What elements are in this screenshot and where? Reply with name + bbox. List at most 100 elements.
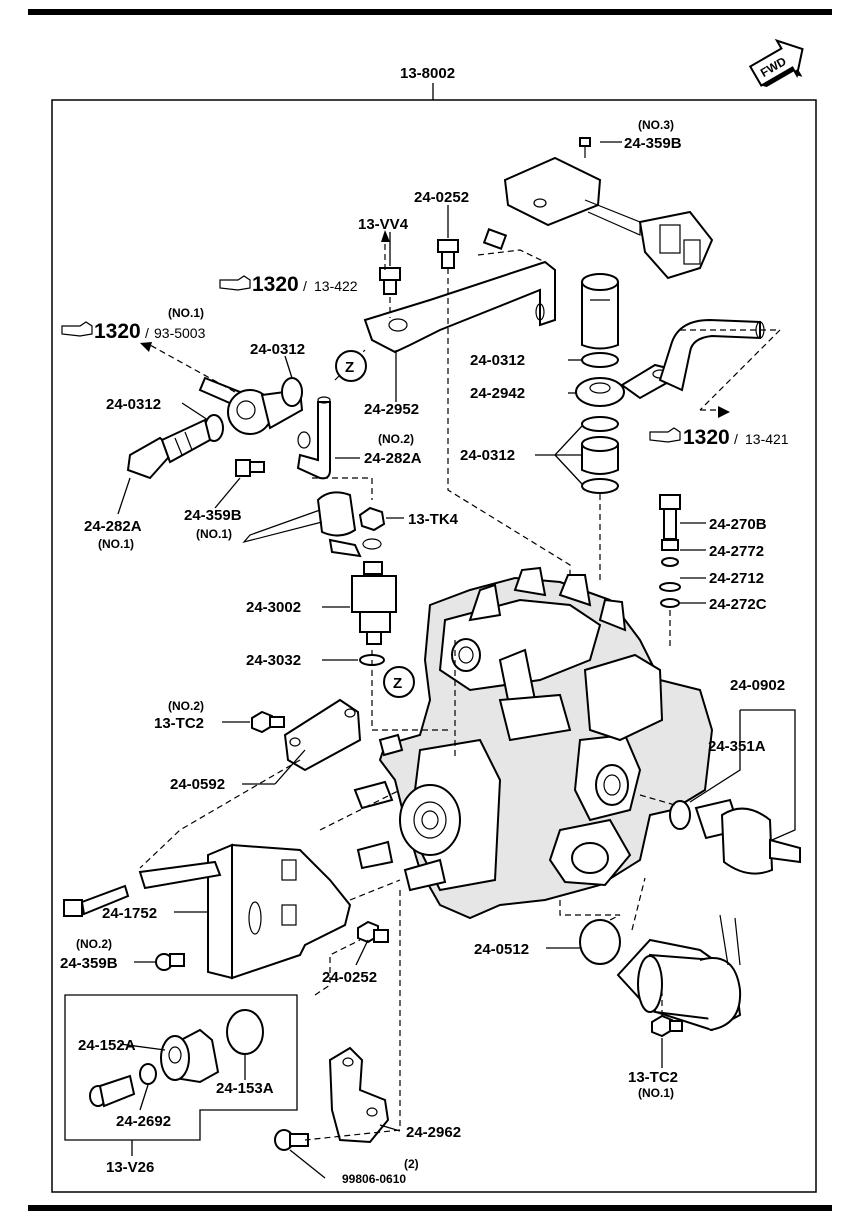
ref-arrow-13-421 xyxy=(718,406,730,418)
part-number: 24-152A xyxy=(78,1037,136,1054)
ref-page: 13-422 xyxy=(314,278,358,294)
pointing-hand-icon xyxy=(219,275,251,291)
pointing-hand-icon xyxy=(649,427,681,443)
part-label-24-2952[interactable]: 24-2952 xyxy=(364,401,419,418)
part-label-24-359b-no3[interactable]: (NO.3) 24-359B xyxy=(624,118,682,152)
part-label-13-tk4[interactable]: 13-TK4 xyxy=(408,511,459,528)
part-number: 24-3002 xyxy=(246,599,301,616)
zone-marker-label: Z xyxy=(393,675,402,692)
part-label-24-0312-d[interactable]: 24-0312 xyxy=(460,447,515,464)
part-label-24-1752[interactable]: 24-1752 xyxy=(102,905,157,922)
part-number: 13-V26 xyxy=(106,1159,154,1176)
part-label-24-0592[interactable]: 24-0592 xyxy=(170,776,225,793)
part-number: 24-359B xyxy=(624,135,682,152)
part-label-24-153a[interactable]: 24-153A xyxy=(216,1080,274,1097)
ref-code: 1320 xyxy=(252,273,299,296)
part-label-24-152a[interactable]: 24-152A xyxy=(78,1037,136,1054)
return-fitting-drawing xyxy=(198,376,304,435)
ref-note: (NO.1) xyxy=(168,306,204,320)
part-label-24-0312-b[interactable]: 24-0312 xyxy=(106,396,161,413)
washer-0312-d-drawing xyxy=(581,478,619,494)
ref-callout-93-5003[interactable]: (NO.1) 1320 / 93-5003 xyxy=(61,306,206,343)
ref-callout-13-421[interactable]: 1320 / 13-421 xyxy=(649,426,789,449)
zone-marker-label: Z xyxy=(345,359,354,376)
part-label-24-359b-no2[interactable]: (NO.2) 24-359B xyxy=(60,937,118,972)
solenoid-bottom-right-drawing xyxy=(616,914,742,1032)
washer-2692-drawing xyxy=(139,1063,157,1085)
bolt-13vv4-drawing xyxy=(379,267,401,295)
part-label-13-v26[interactable]: 13-V26 xyxy=(106,1140,154,1176)
assembly-dashed-lines xyxy=(139,240,782,1141)
bolt-13tc2-no2-drawing xyxy=(251,710,285,734)
nut-13tk4-drawing xyxy=(358,506,386,532)
part-number: 24-0312 xyxy=(106,396,161,413)
part-number: 24-0312 xyxy=(470,352,525,369)
part-number: 24-2952 xyxy=(364,401,419,418)
part-label-24-2692[interactable]: 24-2692 xyxy=(116,1113,171,1130)
ref-code: 1320 xyxy=(94,320,141,343)
part-label-24-270b[interactable]: 24-270B xyxy=(709,516,767,533)
part-label-24-282a-no1[interactable]: 24-282A (NO.1) xyxy=(84,518,142,551)
part-label-13-tc2-no1[interactable]: 13-TC2 (NO.1) xyxy=(628,1069,678,1100)
ref-slash: / xyxy=(145,325,149,341)
part-label-24-0312-a[interactable]: 24-0312 xyxy=(250,341,305,358)
part-number: 24-2712 xyxy=(709,570,764,587)
part-label-24-2772[interactable]: 24-2772 xyxy=(709,543,764,560)
part-label-24-3002[interactable]: 24-3002 xyxy=(246,599,301,616)
part-number: 24-2942 xyxy=(470,385,525,402)
zone-marker-z-1: Z xyxy=(335,350,367,382)
part-number: 24-0312 xyxy=(460,447,515,464)
part-number: 24-0512 xyxy=(474,941,529,958)
part-label-24-359b-no1[interactable]: 24-359B (NO.1) xyxy=(184,507,242,541)
washer-2712-drawing xyxy=(659,582,681,592)
part-label-24-272c[interactable]: 24-272C xyxy=(709,596,767,613)
bracket-1752-drawing xyxy=(138,843,352,980)
part-number: 24-153A xyxy=(216,1080,274,1097)
part-number: 13-TK4 xyxy=(408,511,459,528)
part-label-24-3032[interactable]: 24-3032 xyxy=(246,652,301,669)
part-label-24-0512[interactable]: 24-0512 xyxy=(474,941,529,958)
part-number: 13-VV4 xyxy=(358,216,409,233)
part-number: 24-272C xyxy=(709,596,767,613)
part-note: (NO.2) xyxy=(378,432,414,446)
part-label-24-0252-bottom[interactable]: 24-0252 xyxy=(322,969,377,986)
part-number: 24-0592 xyxy=(170,776,225,793)
bolt-0252-bottom-drawing xyxy=(357,920,389,944)
part-number: 24-1752 xyxy=(102,905,157,922)
part-label-24-2942[interactable]: 24-2942 xyxy=(470,385,525,402)
sensor-3002-drawing xyxy=(351,561,397,645)
solenoid-wire-drawing xyxy=(242,491,382,558)
actuator-0902-drawing xyxy=(694,798,801,875)
ref-callout-13-422[interactable]: 1320 / 13-422 xyxy=(219,273,358,296)
part-label-24-0312-c[interactable]: 24-0312 xyxy=(470,352,525,369)
part-label-24-2962[interactable]: 24-2962 xyxy=(406,1124,461,1141)
part-label-24-0252-top[interactable]: 24-0252 xyxy=(414,189,469,206)
sensor-connector-drawing xyxy=(503,156,714,280)
assembly-frame xyxy=(51,99,817,1193)
part-label-13-tc2-no2[interactable]: (NO.2) 13-TC2 xyxy=(154,699,204,732)
oring-0512-drawing xyxy=(579,919,621,965)
bracket-2952-drawing xyxy=(363,260,556,354)
part-label-24-0902[interactable]: 24-0902 xyxy=(730,677,785,694)
part-label-24-2712[interactable]: 24-2712 xyxy=(709,570,764,587)
part-label-13-vv4[interactable]: 13-VV4 xyxy=(358,216,409,233)
part-number: 24-282A xyxy=(364,450,422,467)
injection-pump-body-drawing xyxy=(353,566,714,920)
assembly-number: 13-8002 xyxy=(400,65,455,82)
banjo-bolt-drawing xyxy=(581,273,619,350)
washer-0312-b-drawing xyxy=(581,352,619,368)
bolt-1752-drawing xyxy=(63,884,130,917)
part-note: (NO.3) xyxy=(638,118,674,132)
part-label-99806-0610[interactable]: (2) 99806-0610 xyxy=(342,1157,419,1186)
part-note: (NO.1) xyxy=(196,527,232,541)
bracket-2962-drawing xyxy=(328,1046,390,1144)
banjo-bolt-282a-no1-drawing xyxy=(126,418,212,480)
part-number: 24-2772 xyxy=(709,543,764,560)
part-note: (NO.2) xyxy=(76,937,112,951)
part-label-24-282a-no2[interactable]: (NO.2) 24-282A xyxy=(364,432,422,467)
oring-272c-drawing xyxy=(660,598,680,608)
part-number: 13-TC2 xyxy=(628,1069,678,1086)
part-label-24-351a[interactable]: 24-351A xyxy=(708,738,766,755)
part-note: (NO.1) xyxy=(98,537,134,551)
washer-0312-c-drawing xyxy=(581,416,619,432)
